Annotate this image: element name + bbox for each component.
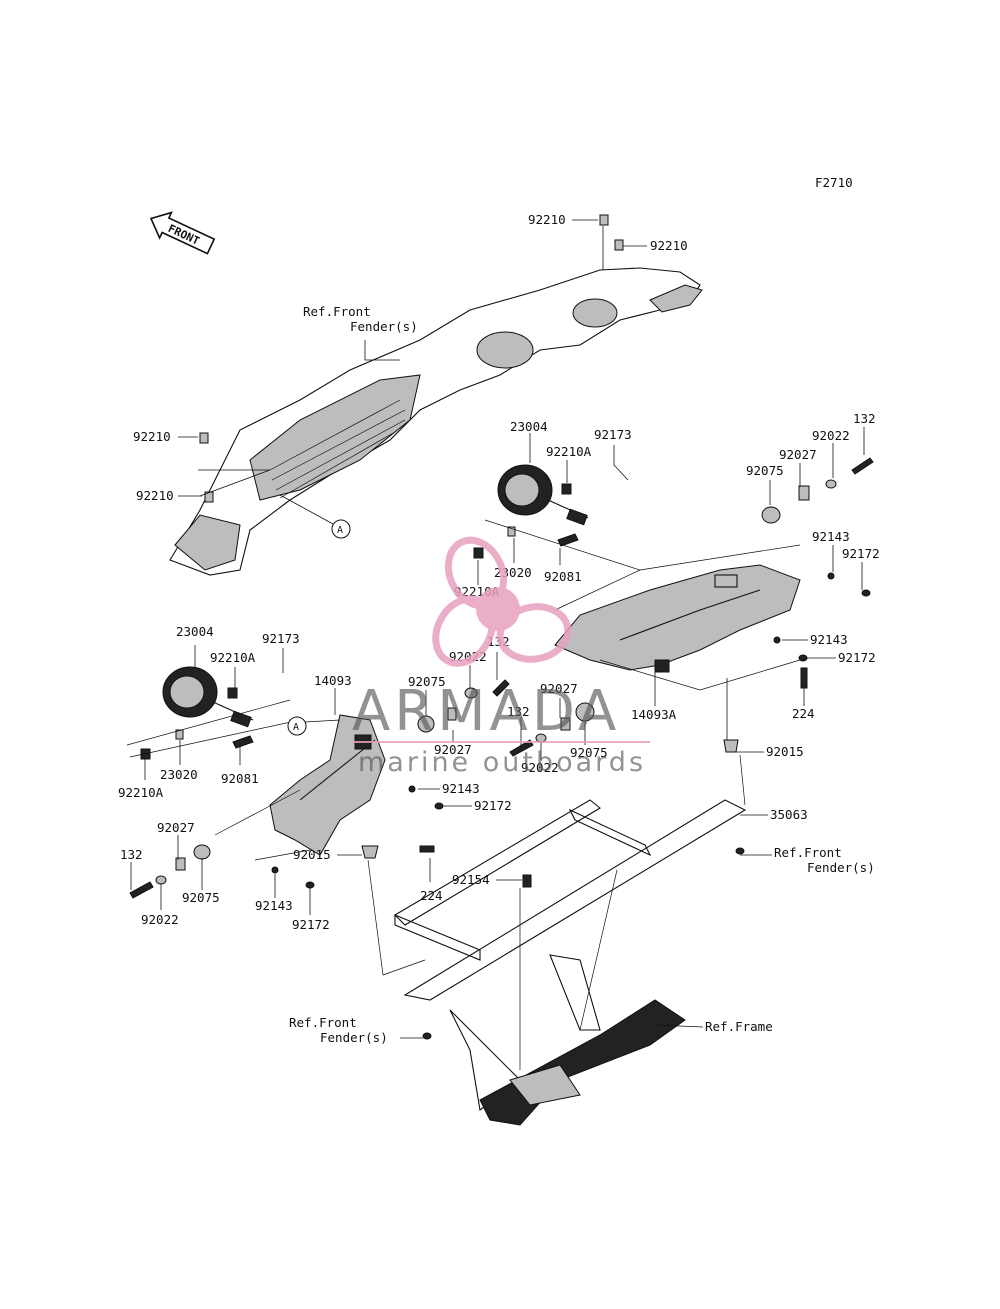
part-label: Ref.Front — [774, 845, 842, 860]
part-label: 92075 — [408, 674, 446, 689]
part-label: Ref.Frame — [705, 1019, 773, 1034]
part-label: 92173 — [262, 631, 300, 646]
part-label: 92027 — [434, 742, 472, 757]
part-label: 92022 — [812, 428, 850, 443]
marker-a-upper: A — [331, 519, 351, 539]
part-label: 92172 — [842, 546, 880, 561]
part-label: 224 — [792, 706, 815, 721]
watermark-tagline: marine outboards — [358, 747, 646, 778]
bracket-14093 — [269, 714, 386, 856]
part-label: Fender(s) — [320, 1030, 388, 1045]
part-label: 92172 — [292, 917, 330, 932]
part-label: 92143 — [442, 781, 480, 796]
marker-a-lower-label: A — [293, 722, 299, 733]
part-label: 92143 — [812, 529, 850, 544]
part-label: 23020 — [160, 767, 198, 782]
part-label: 14093A — [631, 707, 677, 722]
part-label: 92210A — [210, 650, 256, 665]
watermark-brand: ARMADA — [352, 679, 620, 744]
part-label: 92027 — [540, 681, 578, 696]
part-label: 92081 — [544, 569, 582, 584]
part-label: 92081 — [221, 771, 259, 786]
part-label: 92075 — [570, 745, 608, 760]
part-label: 92075 — [182, 890, 220, 905]
part-label: Fender(s) — [350, 319, 418, 334]
figure-code: F2710 — [815, 175, 853, 190]
part-label: 92210 — [650, 238, 688, 253]
part-labels: 92210 92210 92210 92210 Ref.Front Fender… — [118, 212, 880, 1045]
part-label: 92075 — [746, 463, 784, 478]
part-label: 92173 — [594, 427, 632, 442]
part-label: 132 — [507, 704, 530, 719]
frame-35063 — [394, 799, 747, 1126]
part-label: 92143 — [810, 632, 848, 647]
headlight-right — [497, 464, 589, 526]
propeller-logo-icon — [432, 536, 572, 667]
part-label: 92172 — [474, 798, 512, 813]
part-label: 92210A — [118, 785, 164, 800]
part-label: 92143 — [255, 898, 293, 913]
front-fender-assembly — [169, 267, 703, 576]
part-label: Fender(s) — [807, 860, 875, 875]
part-label: 92015 — [293, 847, 331, 862]
part-label: Ref.Front — [303, 304, 371, 319]
part-label: 92015 — [766, 744, 804, 759]
part-label: 23004 — [510, 419, 548, 434]
armada-watermark: ARMADA marine outboards — [352, 536, 650, 778]
part-label: 92172 — [838, 650, 876, 665]
part-label: 132 — [853, 411, 876, 426]
part-label: 92210 — [133, 429, 171, 444]
part-label: 92210 — [528, 212, 566, 227]
part-label: 14093 — [314, 673, 352, 688]
part-label: 35063 — [770, 807, 808, 822]
part-label: 92022 — [521, 760, 559, 775]
part-label: 92027 — [157, 820, 195, 835]
part-label: 92022 — [141, 912, 179, 927]
part-label: 132 — [120, 847, 143, 862]
part-label: 92210A — [546, 444, 592, 459]
part-label: 224 — [420, 888, 443, 903]
part-label: 92027 — [779, 447, 817, 462]
front-arrow-icon: FRONT — [149, 211, 216, 255]
headlight-left — [162, 666, 254, 728]
part-label: 92210 — [136, 488, 174, 503]
part-label: 92154 — [452, 872, 490, 887]
leader-lines — [126, 219, 865, 1070]
marker-a-upper-label: A — [337, 525, 343, 536]
part-label: 23004 — [176, 624, 214, 639]
bracket-14093a — [554, 564, 801, 673]
part-label: Ref.Front — [289, 1015, 357, 1030]
fasteners — [129, 214, 874, 1040]
marker-a-lower: A — [287, 716, 307, 736]
